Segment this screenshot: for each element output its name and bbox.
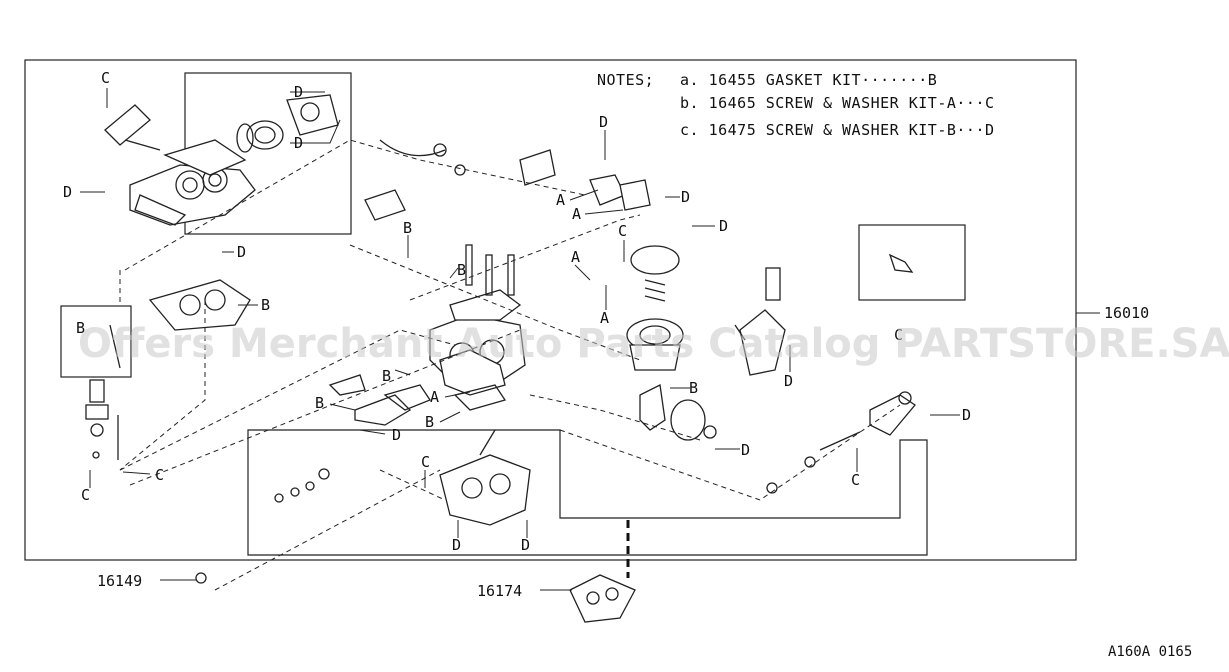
part-number-16149[interactable]: 16149 <box>97 572 142 590</box>
watermark: Offers Merchant Auto Parts Catalog PARTS… <box>78 321 1229 367</box>
callout-b: B <box>457 261 466 279</box>
notes-block: NOTES; a. 16455 GASKET KIT·······B b. 16… <box>597 71 995 139</box>
callout-d: D <box>962 406 971 424</box>
callout-b: B <box>382 367 391 385</box>
note-line-a: a. 16455 GASKET KIT·······B <box>680 71 937 89</box>
callout-d: D <box>294 83 303 101</box>
callout-b: B <box>315 394 324 412</box>
lower-base-assembly <box>274 429 531 526</box>
part-number-16174[interactable]: 16174 <box>477 582 522 600</box>
callout-c: C <box>851 471 860 489</box>
callout-d: D <box>599 113 608 131</box>
callout-c: C <box>81 486 90 504</box>
subassembly-box-lower <box>247 429 928 556</box>
callout-c: C <box>894 326 903 344</box>
throttle-body-assembly <box>429 244 526 396</box>
callout-c: C <box>421 453 430 471</box>
part-number-16010[interactable]: 16010 <box>1104 304 1149 322</box>
callout-d: D <box>681 188 690 206</box>
callout-a: A <box>556 191 565 209</box>
notes-prefix: NOTES; <box>597 71 654 89</box>
callout-d: D <box>452 536 461 554</box>
callout-d: D <box>237 243 246 261</box>
inset-box-right <box>858 224 966 301</box>
callout-d: D <box>521 536 530 554</box>
callout-c: C <box>155 466 164 484</box>
callout-a: A <box>571 248 580 266</box>
callout-b: B <box>403 219 412 237</box>
callout-d: D <box>392 426 401 444</box>
callout-a: A <box>430 388 439 406</box>
callout-b: B <box>261 296 270 314</box>
callout-letters: C D D D D B B B D A A D D C A A B B A B … <box>63 69 971 554</box>
callout-d: D <box>63 183 72 201</box>
callout-d: D <box>741 441 750 459</box>
callout-a: A <box>572 205 581 223</box>
subassembly-box-left <box>60 305 132 378</box>
callout-d: D <box>294 134 303 152</box>
accelerator-pump-and-diaphragm <box>626 245 717 441</box>
part-16174-gasket <box>569 574 636 623</box>
diagram-code: A160A 0165 <box>1108 644 1192 660</box>
callout-c: C <box>101 69 110 87</box>
left-jet-assembly <box>85 324 121 460</box>
callout-b: B <box>76 319 85 337</box>
callout-c: C <box>618 222 627 240</box>
choke-and-sensor-parts <box>364 139 916 494</box>
callout-a: A <box>600 309 609 327</box>
part-16149-plug <box>195 572 207 584</box>
leader-lines <box>80 88 1100 591</box>
upper-carburetor-body <box>104 94 339 226</box>
callout-d: D <box>784 372 793 390</box>
callout-b: B <box>689 379 698 397</box>
note-line-c: c. 16475 SCREW & WASHER KIT-B···D <box>680 121 995 139</box>
callout-b: B <box>425 413 434 431</box>
assembly-dashed-lines <box>119 139 901 591</box>
callout-d: D <box>719 217 728 235</box>
assembly-frame <box>24 59 1077 561</box>
note-line-b: b. 16465 SCREW & WASHER KIT-A···C <box>680 94 995 112</box>
